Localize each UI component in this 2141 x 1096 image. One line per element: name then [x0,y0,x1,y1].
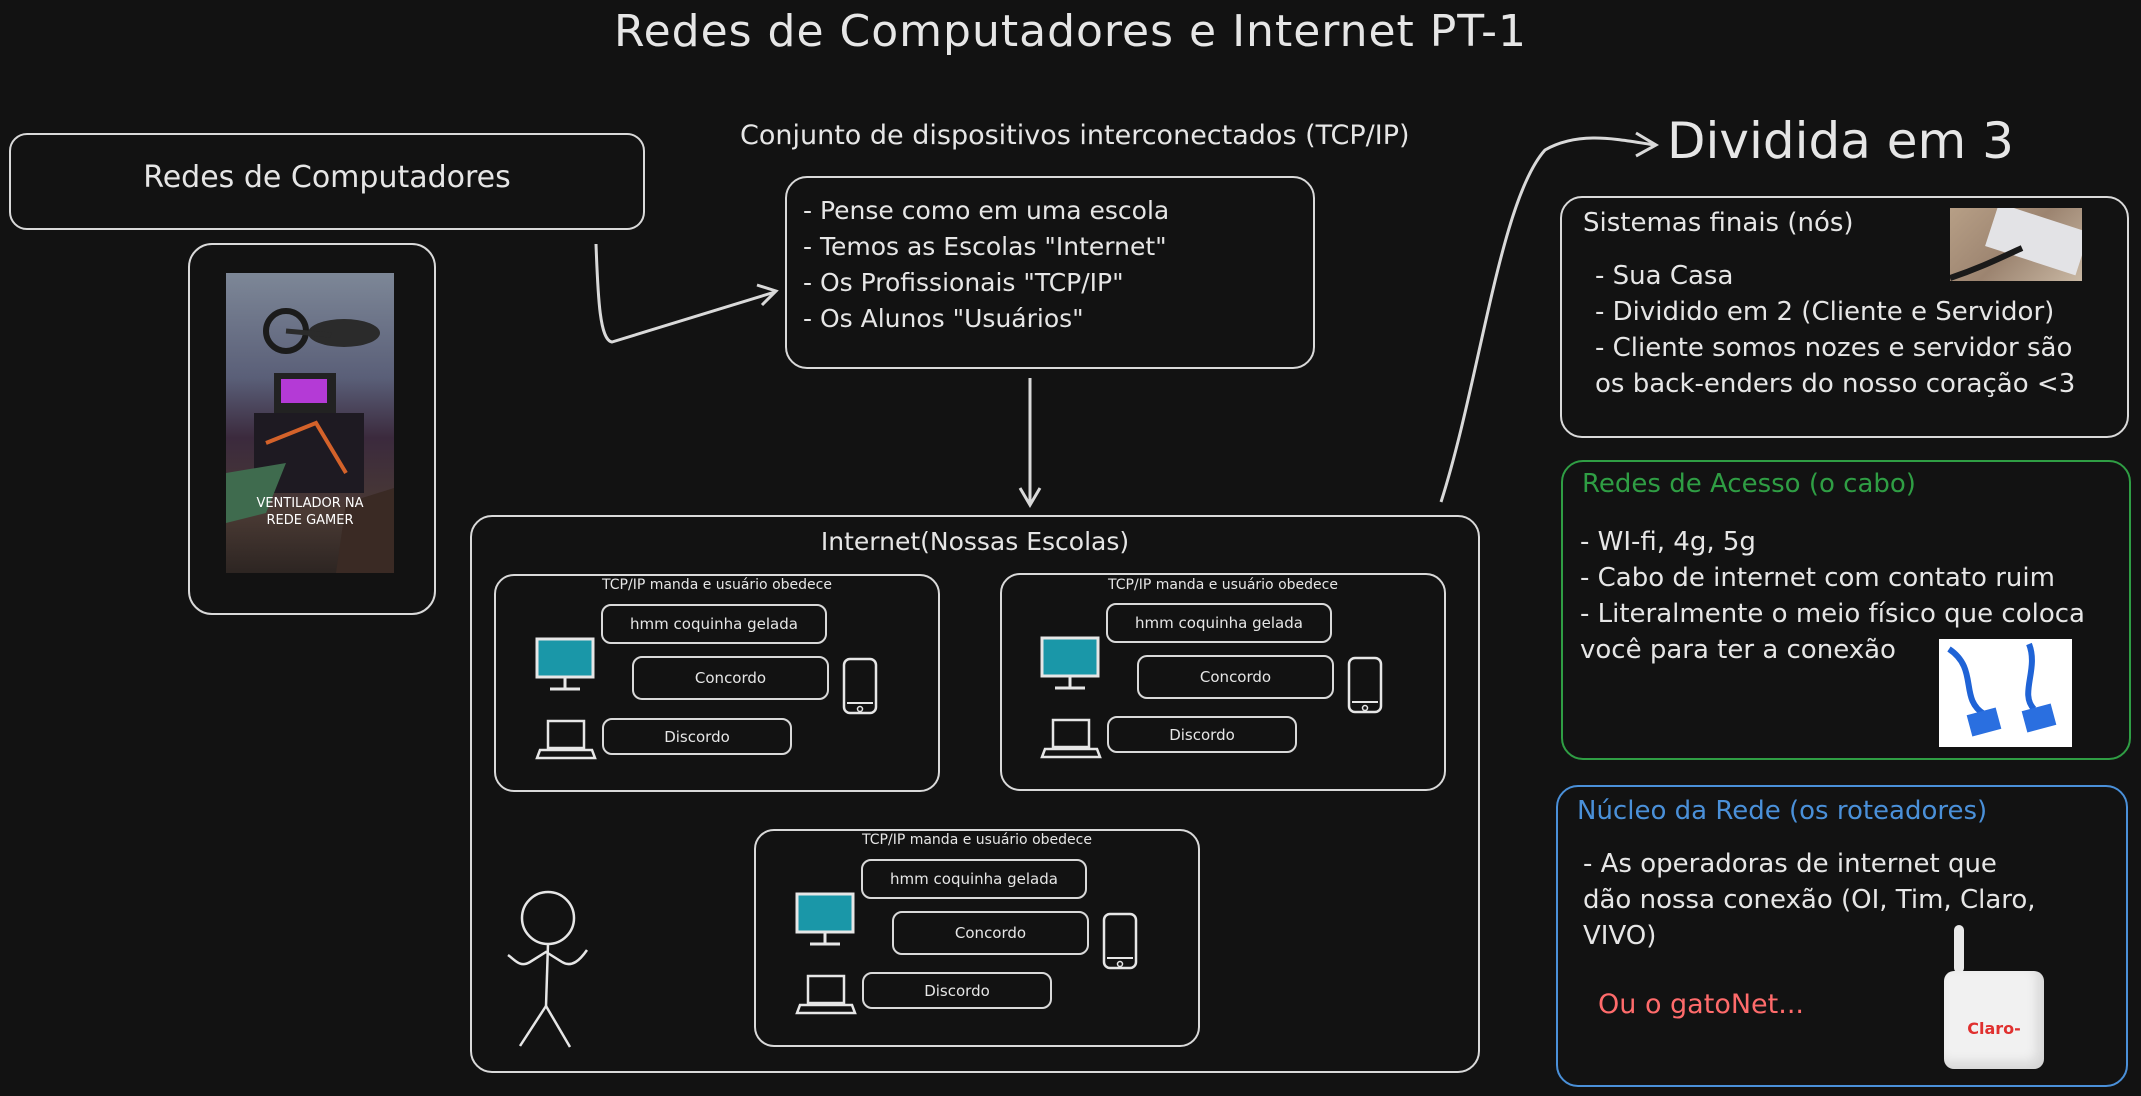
message-button[interactable]: hmm coquinha gelada [1106,603,1332,643]
network-core-list: - As operadoras de internet que dão noss… [1583,846,2036,954]
redes-computadores-label: Redes de Computadores [143,160,511,195]
divided-heading: Dividida em 3 [1667,112,2014,170]
phone-frame [188,243,436,615]
message-button[interactable]: hmm coquinha gelada [601,604,827,644]
network-core-title: Núcleo da Rede (os roteadores) [1577,796,1988,826]
monitor-icon [1040,636,1100,690]
agree-button[interactable]: Concordo [892,911,1089,955]
arrow-internet-to-dividida [1439,136,1656,503]
router-antenna [1954,925,1964,973]
analogy-line: - Pense como em uma escola [803,196,1170,225]
end-systems-line: - Cliente somos nozes e servidor são [1595,333,2073,363]
disagree-button[interactable]: Discordo [602,718,792,755]
arrow-redes-to-analogy [594,243,776,344]
laptop-icon [1040,718,1102,759]
smartphone-icon [1347,656,1383,714]
access-line: - Cabo de internet com contato ruim [1580,563,2055,593]
arrow-head [1018,487,1042,508]
analogy-line: - Os Alunos "Usuários" [803,304,1084,333]
end-systems-list: - Sua Casa - Dividido em 2 (Cliente e Se… [1595,258,2075,402]
school-panel-3 [754,829,1200,1047]
end-systems-line: - Dividido em 2 (Cliente e Servidor) [1595,297,2055,327]
access-networks-box [1561,460,2131,760]
redes-computadores-box [9,133,645,230]
router-image: Claro- [1940,925,2048,1071]
access-networks-list: - WI-fi, 4g, 5g - Cabo de internet com c… [1580,524,2085,668]
access-line: - Literalmente o meio físico que coloca [1580,599,2085,629]
access-line: você para ter a conexão [1580,635,1896,665]
gamer-photo: VENTILADOR NA REDE GAMER [226,273,394,573]
core-line: VIVO) [1583,921,1657,951]
ethernet-cable-image [1939,639,2072,747]
gatonet-joke: Ou o gatoNet... [1598,989,1804,1020]
panel-title: TCP/IP manda e usuário obedece [862,832,1092,848]
smartphone-icon [842,657,878,715]
network-core-box [1556,785,2128,1087]
agree-button[interactable]: Concordo [1137,655,1334,699]
panel-title: TCP/IP manda e usuário obedece [602,577,832,593]
laptop-icon [795,974,857,1015]
message-button[interactable]: hmm coquinha gelada [861,859,1087,899]
page-title: Redes de Computadores e Internet PT-1 [613,6,1528,57]
user-stick-figure [507,890,589,1048]
access-line: - WI-fi, 4g, 5g [1580,527,1756,557]
arrow-head [1635,131,1660,158]
router-body [1944,971,2044,1069]
core-line: - As operadoras de internet que [1583,849,1997,879]
core-line: dão nossa conexão (OI, Tim, Claro, [1583,885,2036,915]
photo-caption-line1: VENTILADOR NA [256,496,364,511]
end-systems-box [1560,196,2129,438]
laptop-icon [535,719,597,760]
agree-button[interactable]: Concordo [632,656,829,700]
cable-laptop-photo [1950,208,2082,281]
internet-box [470,515,1480,1073]
analogy-line: - Temos as Escolas "Internet" [803,232,1167,261]
monitor-icon [795,892,855,946]
definition-text: Conjunto de dispositivos interconectados… [740,120,1410,151]
photo-drawing [226,308,394,573]
end-systems-line: os back-enders do nosso coração <3 [1595,369,2076,399]
monitor-icon [535,637,595,691]
analogy-line: - Os Profissionais "TCP/IP" [803,268,1124,297]
photo-caption-line2: REDE GAMER [266,513,354,528]
smartphone-icon [1102,912,1138,970]
panel-title: TCP/IP manda e usuário obedece [1108,577,1338,593]
school-analogy-box [785,176,1315,369]
internet-box-title: Internet(Nossas Escolas) [820,527,1130,556]
arrow-head [756,283,779,307]
school-panel-1 [494,574,940,792]
disagree-button[interactable]: Discordo [862,972,1052,1009]
school-panel-2 [1000,573,1446,791]
end-systems-line: - Sua Casa [1595,261,1734,291]
school-analogy-list: - Pense como em uma escola - Temos as Es… [803,193,1169,337]
end-systems-title: Sistemas finais (nós) [1583,208,1854,238]
router-brand-label: Claro- [1967,1019,2021,1038]
disagree-button[interactable]: Discordo [1107,716,1297,753]
access-networks-title: Redes de Acesso (o cabo) [1582,469,1916,499]
